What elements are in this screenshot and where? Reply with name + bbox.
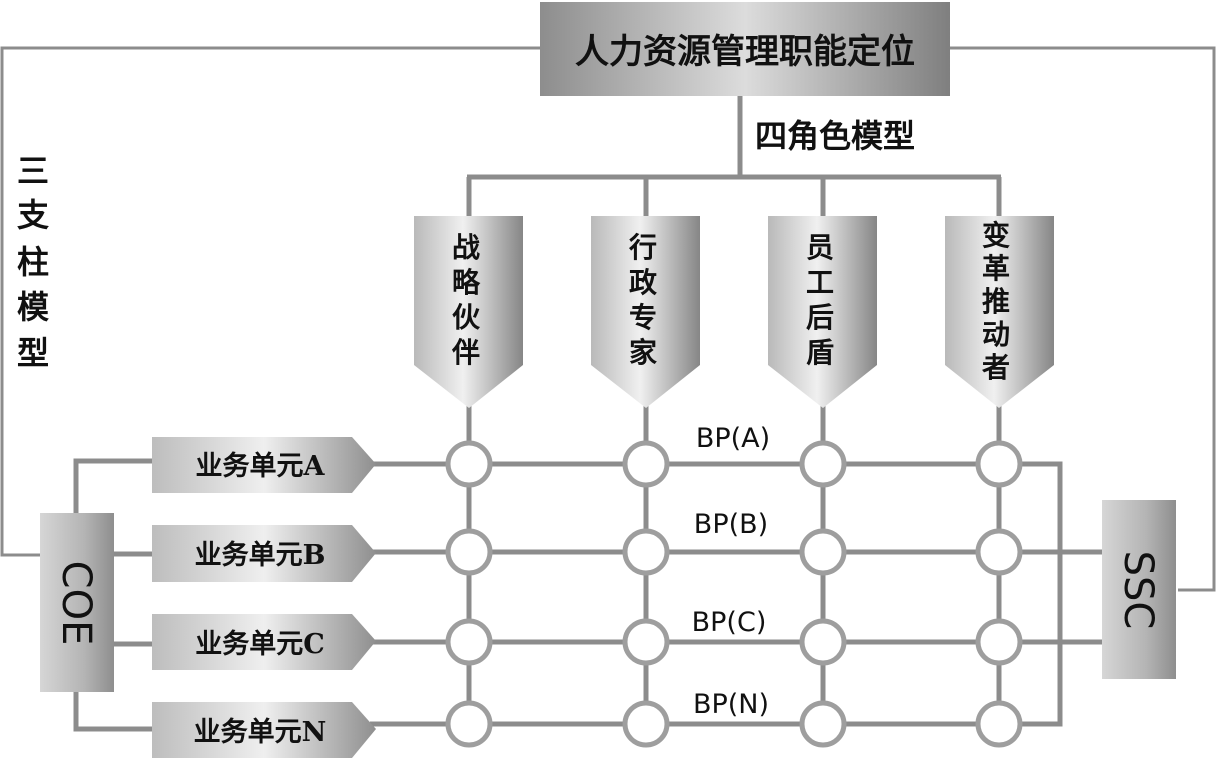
pillar-char: 型 [17,334,49,372]
role-employee-champion: 员 工 后 盾 [768,216,877,408]
grid-node [799,700,847,748]
ssc-label: SSC [1115,551,1161,630]
grid-node [799,528,847,576]
role-char: 伴 [451,336,480,369]
role-char: 工 [806,266,834,299]
role-char: 政 [629,266,657,299]
business-unit-label: 业务单元N [194,717,327,748]
bp-label-c: BP(C) [692,607,767,638]
grid-node [799,618,847,666]
business-unit-b: 业务单元B [152,525,376,582]
role-strategic-partner: 战 略 伙 伴 [414,216,523,408]
role-char: 后 [806,301,834,334]
business-unit-a: 业务单元A [152,437,376,493]
business-unit-label: 业务单元C [195,629,325,660]
role-char: 员 [806,231,834,264]
hr-function-box [540,2,950,96]
role-char: 略 [452,266,481,299]
business-unit-label: 业务单元A [196,451,326,482]
hr-function-title: 人力资源管理职能定位 [575,32,915,72]
coe-top-line [73,458,152,515]
role-char: 推 [982,285,1010,318]
role-char: 专 [629,301,657,334]
role-admin-expert: 行 政 专 家 [591,216,700,408]
bp-label-a: BP(A) [696,423,770,454]
grid-node [622,700,670,748]
grid-node [975,700,1023,748]
four-role-model-label: 四角色模型 [755,117,915,155]
role-char: 革 [982,252,1010,285]
grid-node [622,618,670,666]
role-char: 者 [982,351,1010,384]
pillar-char: 三 [17,152,49,190]
role-char: 动 [982,318,1010,351]
business-unit-label: 业务单元B [195,540,326,571]
ssc-outer-line [950,46,1216,592]
grid-node [445,528,493,576]
coe-bottom-line [73,692,152,732]
grid-node [799,440,847,488]
grid-node [975,618,1023,666]
ssc-box [1102,500,1176,679]
role-char: 行 [628,231,657,264]
ssc-bracket-line [1028,461,1063,727]
bp-label-b: BP(B) [694,509,768,540]
role-char: 伙 [452,301,481,334]
business-unit-n: 业务单元N [152,702,376,758]
grid-node [975,440,1023,488]
bp-label-n: BP(N) [693,689,769,720]
grid-node [445,618,493,666]
coe-outer-line [0,46,540,557]
pillar-char: 支 [17,196,49,234]
grid-node [622,440,670,488]
role-char: 盾 [806,336,834,369]
coe-label: COE [53,561,99,646]
grid-node [975,528,1023,576]
three-pillar-label: 三 支 柱 模 型 [17,152,49,372]
role-char: 战 [452,231,480,264]
grid-node [622,528,670,576]
role-char: 变 [982,219,1010,252]
business-unit-c: 业务单元C [152,614,376,670]
coe-box [40,513,114,692]
grid-node [445,440,493,488]
pillar-char: 柱 [17,243,49,281]
pillar-char: 模 [17,288,49,326]
role-change-agent: 变 革 推 动 者 [945,216,1054,408]
role-char: 家 [629,336,657,369]
grid-node [445,700,493,748]
grid-nodes [445,440,1023,748]
